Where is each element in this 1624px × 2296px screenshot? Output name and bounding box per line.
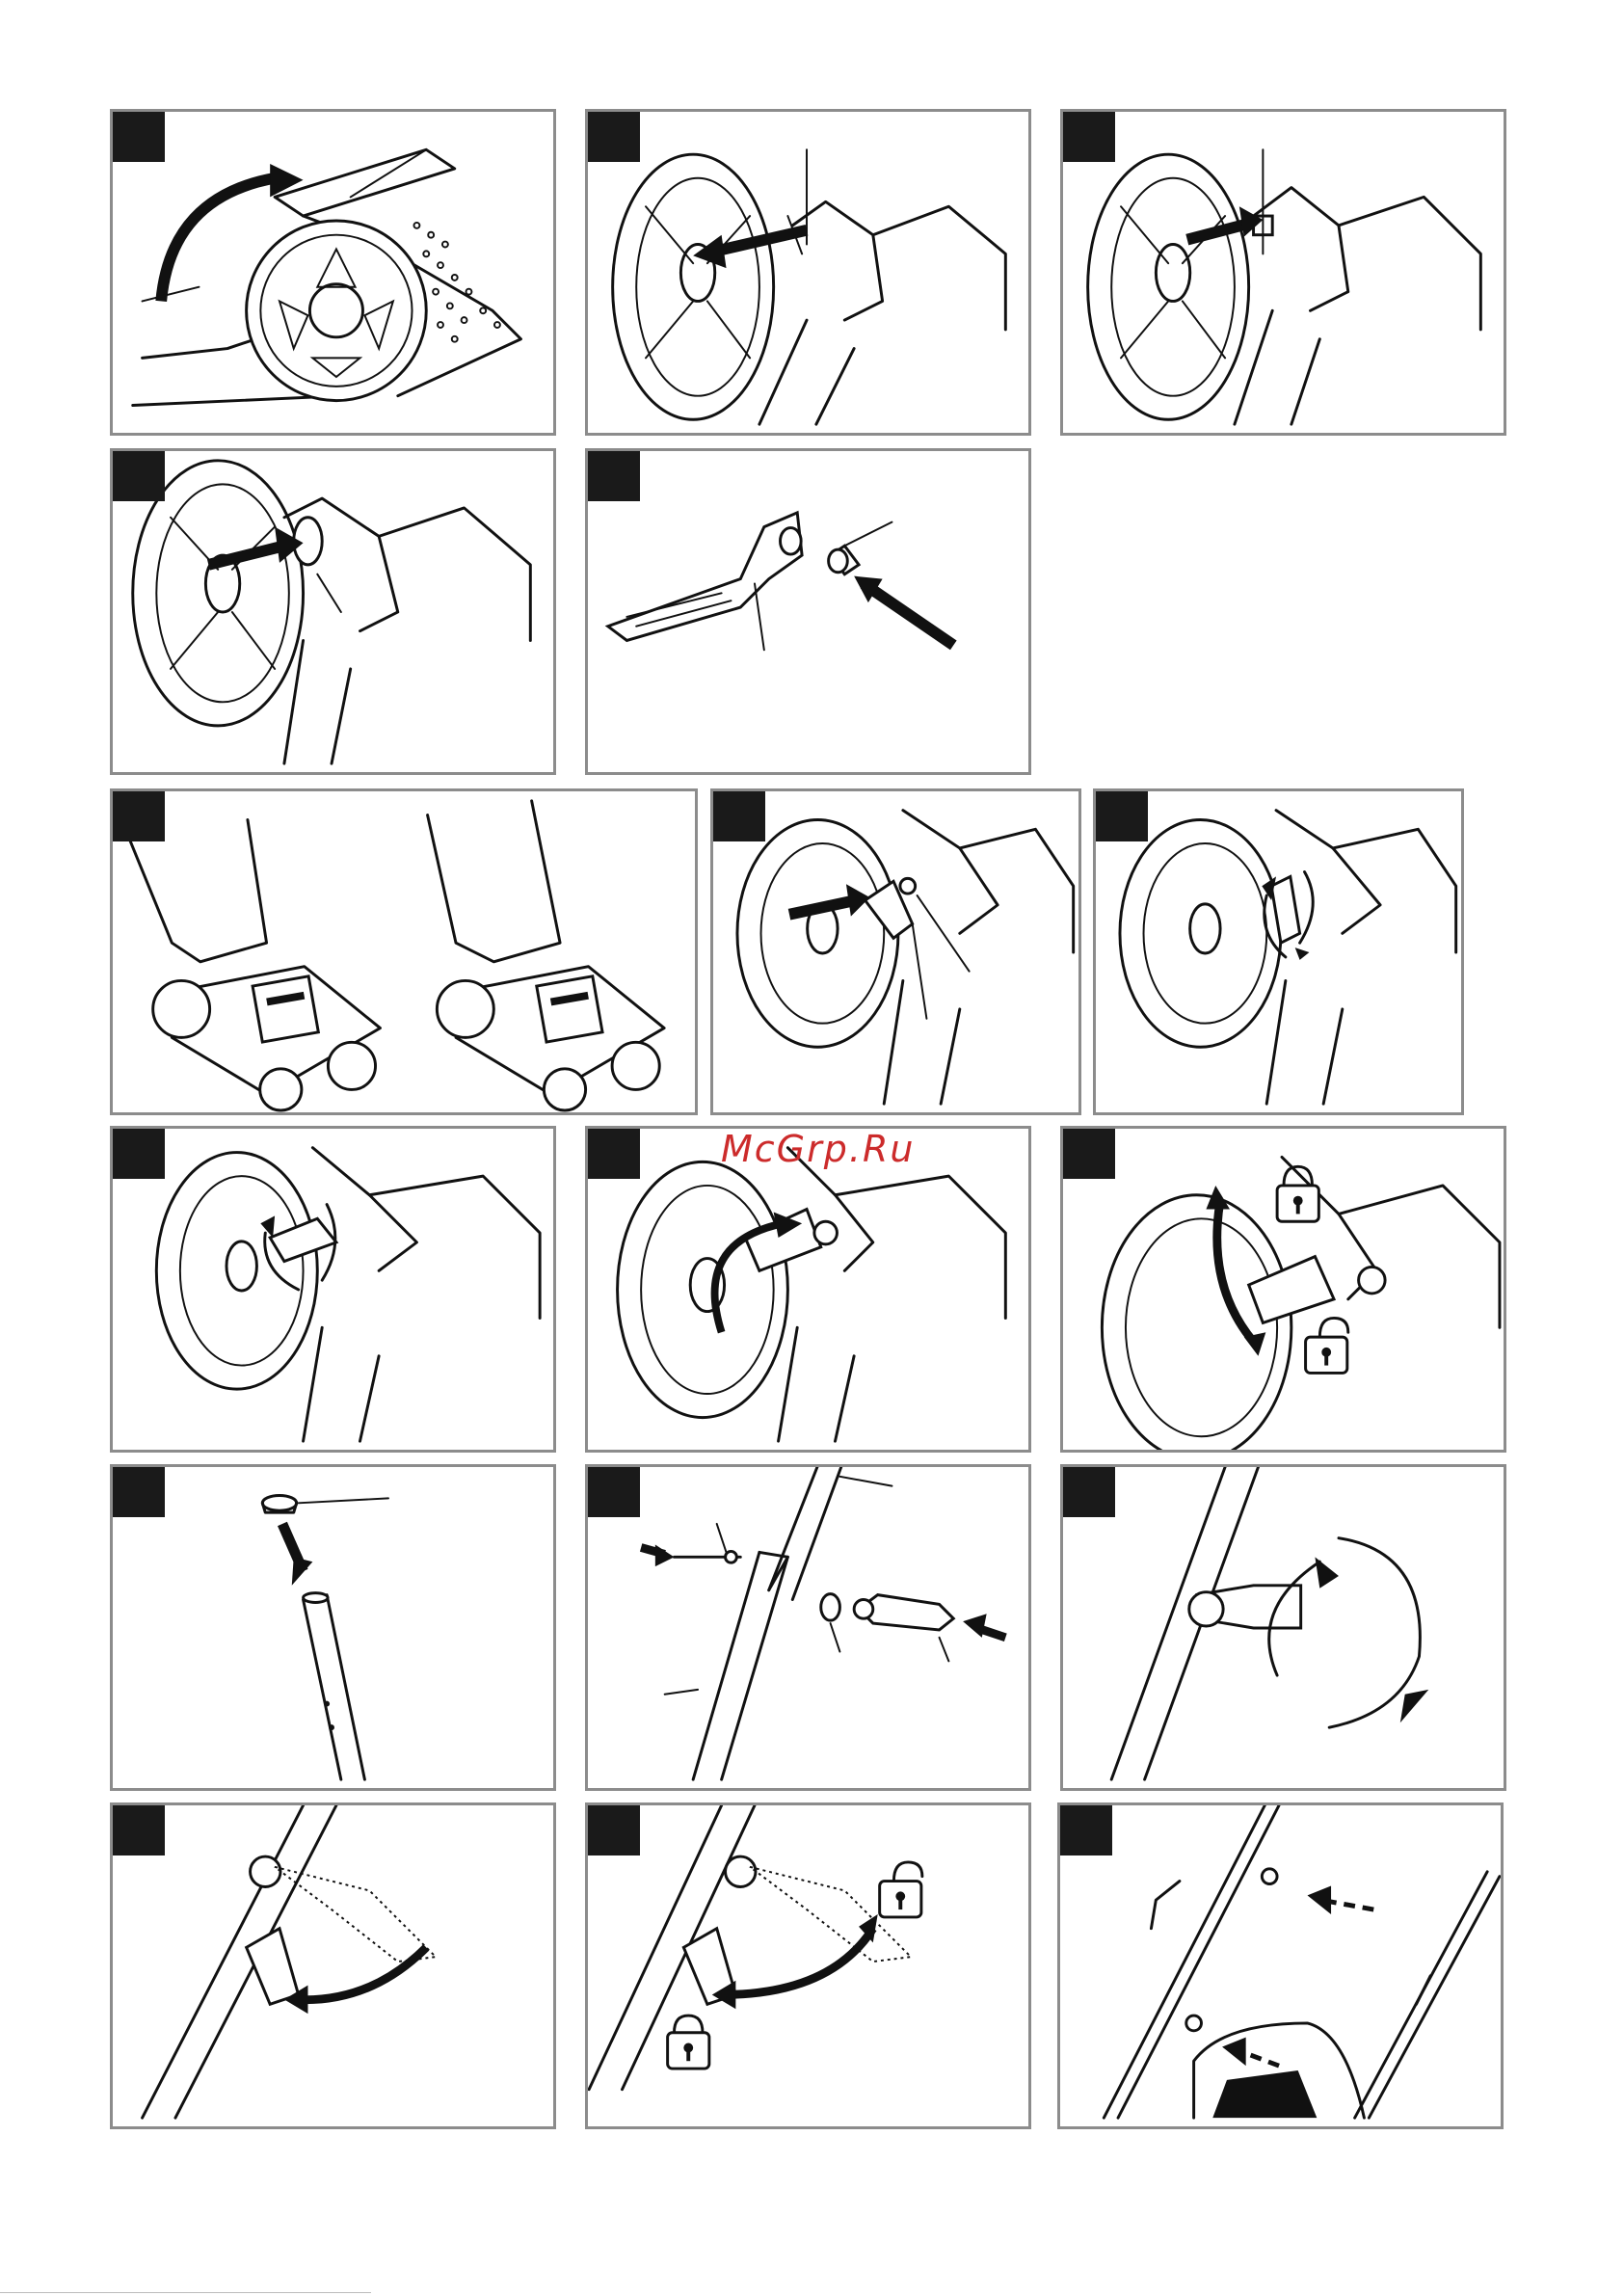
height-lever-rotate-illustration xyxy=(1096,791,1461,1112)
figure-number-tag xyxy=(588,1467,640,1517)
figure-panel-8 xyxy=(1093,788,1464,1115)
clamp-close-illustration xyxy=(113,1805,553,2126)
tube-cap-illustration xyxy=(113,1467,553,1788)
figure-panel-1 xyxy=(110,109,556,436)
figure-number-tag xyxy=(113,1467,165,1517)
figure-panel-15 xyxy=(110,1802,556,2129)
figure-number-tag xyxy=(113,1805,165,1855)
figure-number-tag xyxy=(588,1129,640,1179)
figure-number-tag xyxy=(1063,1129,1115,1179)
height-lever-insert-illustration xyxy=(713,791,1078,1112)
two-mower-views-illustration xyxy=(113,791,695,1112)
mower-rear-flap-illustration xyxy=(113,112,553,433)
figure-number-tag xyxy=(1063,1467,1115,1517)
clamp-rotate-illustration xyxy=(1063,1467,1504,1788)
height-lever-lock-unlock-illustration xyxy=(1063,1129,1504,1450)
wheel-axle-removal-illustration xyxy=(588,112,1028,433)
wheel-knob-fit-illustration xyxy=(113,451,553,772)
handle-bolt-clamp-illustration xyxy=(588,1467,1028,1788)
lock-icon xyxy=(668,2016,709,2069)
figure-panel-12 xyxy=(110,1464,556,1791)
figure-panel-2 xyxy=(585,109,1031,436)
figure-panel-13 xyxy=(585,1464,1031,1791)
cable-clips-illustration xyxy=(1060,1805,1501,2126)
height-lever-swing-illustration xyxy=(588,1129,1028,1450)
watermark-text: McGrp.Ru xyxy=(721,1128,915,1170)
figure-panel-4 xyxy=(110,448,556,775)
figure-panel-14 xyxy=(1060,1464,1506,1791)
figure-panel-11 xyxy=(1060,1126,1506,1453)
mower-view-right xyxy=(428,801,665,1110)
figure-number-tag xyxy=(713,791,765,841)
unlock-icon xyxy=(1306,1318,1348,1373)
figure-number-tag xyxy=(588,451,640,501)
mower-view-left xyxy=(129,819,380,1110)
figure-number-tag xyxy=(113,451,165,501)
figure-number-tag xyxy=(1060,1805,1112,1855)
figure-panel-16 xyxy=(585,1802,1031,2129)
figure-number-tag xyxy=(588,1805,640,1855)
vent-pattern xyxy=(413,223,499,342)
figure-panel-5 xyxy=(585,448,1031,775)
figure-panel-6 xyxy=(110,788,698,1115)
figure-number-tag xyxy=(113,112,165,162)
figure-panel-17 xyxy=(1057,1802,1504,2129)
figure-panel-7 xyxy=(710,788,1081,1115)
figure-number-tag xyxy=(113,1129,165,1179)
lever-and-bush-illustration xyxy=(588,451,1028,772)
clamp-lock-unlock-illustration xyxy=(588,1805,1028,2126)
height-lever-rotate-2-illustration xyxy=(113,1129,553,1450)
wheel-axle-spring-illustration xyxy=(1063,112,1504,433)
figure-panel-9 xyxy=(110,1126,556,1453)
figure-number-tag xyxy=(588,112,640,162)
figure-panel-3 xyxy=(1060,109,1506,436)
footer-rule xyxy=(0,2292,371,2293)
figure-number-tag xyxy=(113,791,165,841)
figure-number-tag xyxy=(1096,791,1148,841)
figure-number-tag xyxy=(1063,112,1115,162)
figure-panel-10 xyxy=(585,1126,1031,1453)
unlock-icon xyxy=(880,1862,922,1917)
